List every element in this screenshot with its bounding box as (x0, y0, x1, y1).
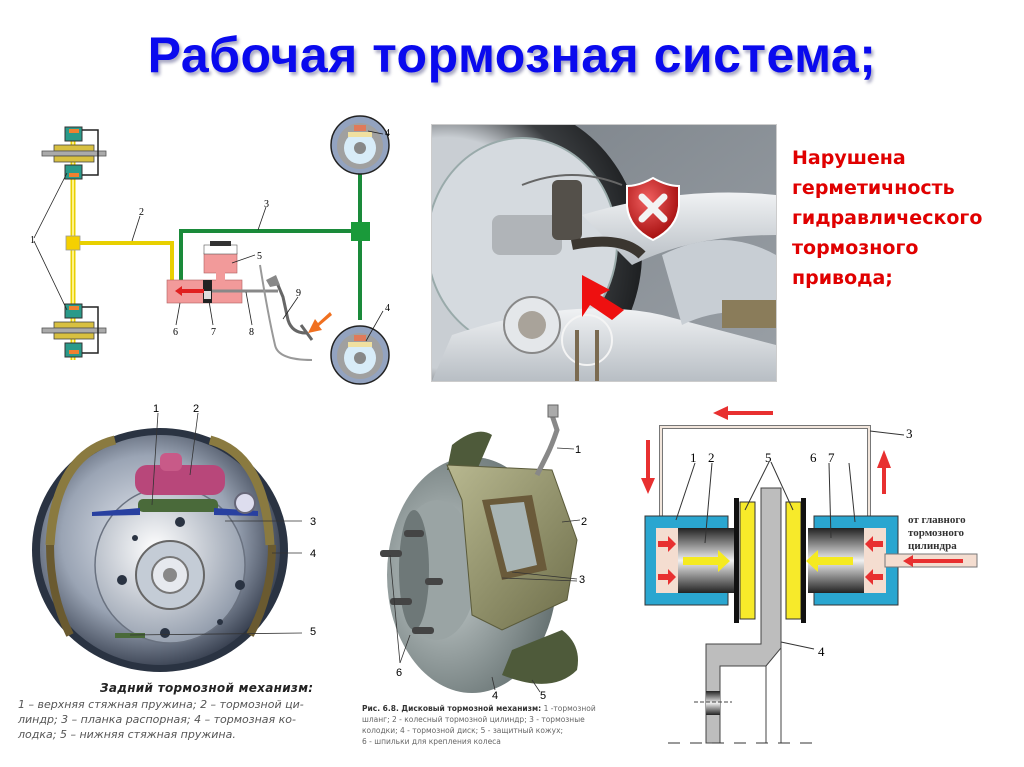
caption-title: Рис. 6.8. Дисковый тормозной механизм: (362, 704, 542, 713)
slide-title: Рабочая тормозная система; (147, 27, 877, 83)
caliper-label-5: 5 (765, 450, 772, 465)
drum-brake-caption-title: Задний тормозной механизм: (100, 681, 314, 695)
disc-label-3: 3 (579, 574, 585, 586)
caption-line: колодки; 4 - тормозной диск; 5 - защитны… (362, 726, 564, 735)
label-3: 3 (264, 199, 269, 210)
label-8: 8 (249, 327, 254, 338)
caliper-label-3: 3 (906, 426, 913, 441)
caliper-label-6: 6 (810, 450, 817, 465)
caption-line: линдр; 3 – планка распорная; 4 – тормозн… (18, 713, 296, 726)
drum-label-1: 1 (153, 403, 159, 415)
leak-warning-note: Нарушена герметичность гидравлического т… (792, 143, 1022, 293)
drum-brake-illustration: 1 2 3 4 5 (32, 403, 316, 672)
disc-brake-illustration: 1 2 3 4 5 6 (380, 404, 587, 700)
note-line-5: привода; (792, 267, 893, 289)
label-9: 9 (296, 288, 301, 299)
caliper-label-4: 4 (818, 644, 825, 659)
label-7: 7 (211, 327, 216, 338)
label-2: 2 (139, 207, 144, 218)
label-4-bottom: 4 (385, 303, 390, 314)
drum-bottom (330, 325, 390, 385)
drum-label-2: 2 (193, 403, 199, 415)
suspension-photo (431, 124, 777, 382)
caliper-label-2: 2 (708, 450, 715, 465)
caption-line: 1 – верхняя стяжная пружина; 2 – тормозн… (18, 698, 304, 711)
caption-line: лодка; 5 – нижняя стяжная пружина. (18, 728, 236, 741)
disc-label-2: 2 (581, 516, 587, 528)
caption-line: 1 -тормозной (541, 704, 596, 713)
red-arrow-icon (582, 275, 624, 320)
drum-label-5: 5 (310, 626, 316, 638)
label-1: 1 (30, 235, 35, 246)
label-5: 5 (257, 251, 262, 262)
shield-x-icon (626, 176, 680, 242)
caliper-label-1: 1 (690, 450, 697, 465)
label-6: 6 (173, 327, 178, 338)
note-line-2: герметичность (792, 177, 955, 199)
inlet-label-3: цилиндра (908, 540, 957, 552)
drum-label-3: 3 (310, 516, 316, 528)
caliper-schematic: 3 1 2 5 6 7 4 от главного тормозного цил… (641, 406, 978, 744)
drum-top (330, 115, 390, 175)
disc-label-6: 6 (396, 667, 402, 679)
note-line-3: гидравлического (792, 207, 983, 229)
hydraulic-circuit-diagram: 1 2 3 4 4 5 6 7 8 9 (20, 115, 420, 385)
caption-line: 6 - шпильки для крепления колеса (362, 737, 501, 746)
disc-label-5: 5 (540, 690, 546, 700)
drum-label-4: 4 (310, 548, 316, 560)
disc-brake-caption: Рис. 6.8. Дисковый тормозной механизм: 1… (362, 703, 624, 747)
disc-label-1: 1 (575, 444, 581, 456)
caption-line: шланг; 2 - колесный тормозной цилиндр; 3… (362, 715, 585, 724)
inlet-label-1: от главного (908, 514, 966, 526)
drum-brake-caption: 1 – верхняя стяжная пружина; 2 – тормозн… (18, 697, 338, 742)
note-line-1: Нарушена (792, 147, 906, 169)
label-4-top: 4 (385, 128, 390, 139)
disc-label-4: 4 (492, 690, 498, 700)
inlet-label-2: тормозного (908, 527, 965, 539)
note-line-4: тормозного (792, 237, 919, 259)
caliper-label-7: 7 (828, 450, 835, 465)
